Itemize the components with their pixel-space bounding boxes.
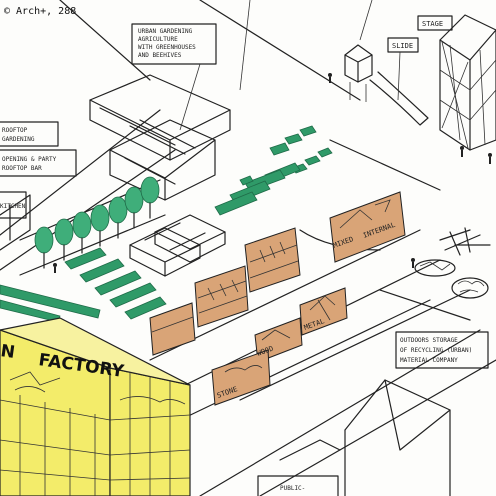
svg-text:GARDENING: GARDENING	[2, 136, 35, 143]
svg-text:AGRICULTURE: AGRICULTURE	[138, 36, 178, 43]
svg-text:PUBLIC-: PUBLIC-	[280, 485, 305, 492]
callout-urban-gardening: URBAN GARDENING AGRICULTURE WITH GREENHO…	[131, 23, 217, 131]
planting-beds	[0, 125, 333, 323]
factory-building: FACTORY N	[0, 317, 191, 496]
storage-racks: MIXED INTERNAL METAL WOOD STONE	[149, 191, 406, 406]
svg-text:ROOFTOP BAR: ROOFTOP BAR	[2, 165, 42, 172]
factory-sign-prefix: N	[0, 341, 16, 363]
bottom-right-buildings	[279, 379, 451, 496]
svg-text:KITCHEN: KITCHEN	[0, 203, 26, 210]
svg-text:MATERIAL COMPANY: MATERIAL COMPANY	[400, 357, 458, 364]
svg-text:SLIDE: SLIDE	[392, 42, 413, 50]
barn-buildings	[89, 74, 231, 201]
tree-row	[19, 176, 166, 276]
svg-text:OF RECYCLING (URBAN): OF RECYCLING (URBAN)	[400, 347, 472, 354]
svg-text:ROOFTOP: ROOFTOP	[2, 127, 28, 134]
svg-text:WITH GREENHOUSES: WITH GREENHOUSES	[138, 44, 196, 51]
left-structures	[0, 194, 31, 251]
credit-text: © Arch+, 288	[4, 6, 76, 17]
svg-text:OPENING & PARTY: OPENING & PARTY	[2, 156, 57, 163]
svg-text:AND BEEHIVES: AND BEEHIVES	[138, 52, 182, 59]
svg-text:URBAN GARDENING: URBAN GARDENING	[138, 28, 193, 35]
callout-opening-party: OPENING & PARTY ROOFTOP BAR	[0, 149, 77, 177]
people	[53, 73, 492, 273]
svg-text:OUTDOORS STORAGE: OUTDOORS STORAGE	[400, 337, 458, 344]
callout-outdoors-storage: OUTDOORS STORAGE OF RECYCLING (URBAN) MA…	[395, 331, 489, 369]
callout-rooftop-gardening: ROOFTOP GARDENING	[0, 121, 59, 147]
recycling-piles	[414, 227, 491, 299]
callout-public: PUBLIC-	[257, 475, 339, 496]
callout-stage: STAGE	[417, 15, 453, 31]
slide-tower	[344, 44, 429, 126]
callout-kitchen: KITCHEN	[0, 191, 27, 219]
stage-structure	[439, 14, 496, 151]
callout-slide: SLIDE	[387, 37, 419, 101]
svg-text:STAGE: STAGE	[422, 20, 443, 28]
greenhouses	[129, 214, 226, 277]
